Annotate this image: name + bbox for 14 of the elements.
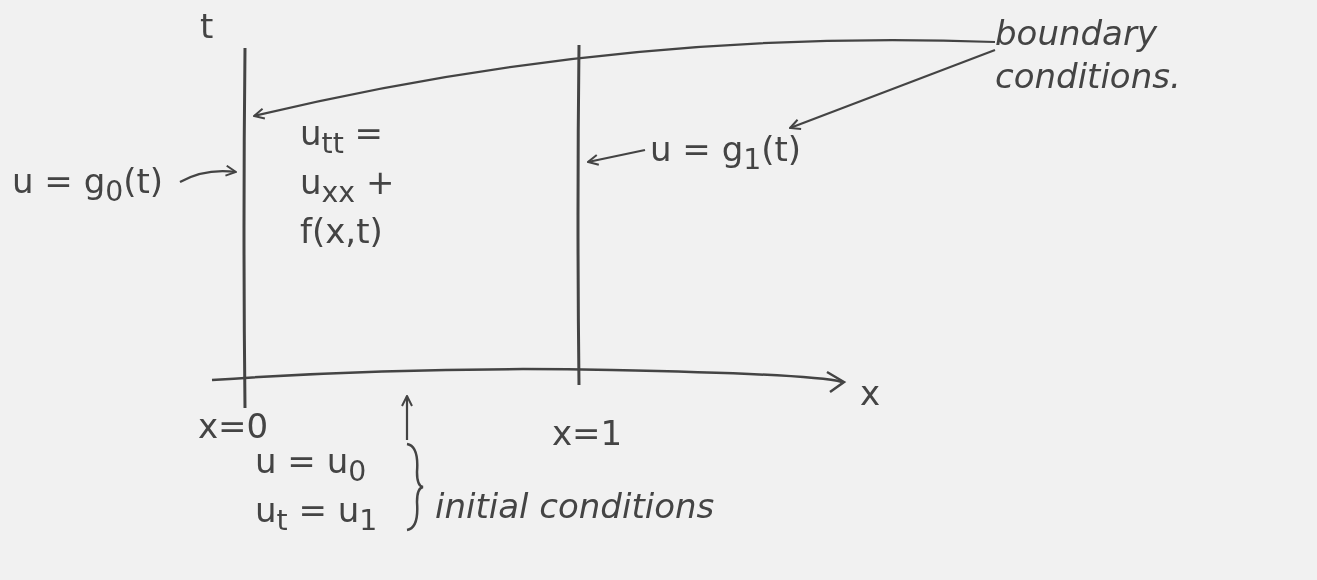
callout-text: initial conditions [435, 485, 715, 528]
axis-label: t [200, 5, 214, 48]
arrow [401, 395, 413, 440]
boundary-condition-equation: u = g$_{0}$(t) [12, 160, 164, 210]
axis-label: x [860, 372, 881, 415]
arrow [587, 148, 646, 166]
tick-label: x=1 [552, 412, 623, 455]
callout-text: boundary conditions. [995, 12, 1182, 97]
arrow [789, 48, 996, 131]
arrow [179, 165, 237, 183]
pde-equation: u$_{tt}$ = u$_{xx}$ + f(x,t) [300, 112, 396, 253]
initial-condition-equation: u$_{t}$ = u$_{1}$ [255, 489, 378, 539]
boundary-condition-equation: u = g$_{1}$(t) [650, 128, 802, 178]
arrow [253, 39, 996, 120]
